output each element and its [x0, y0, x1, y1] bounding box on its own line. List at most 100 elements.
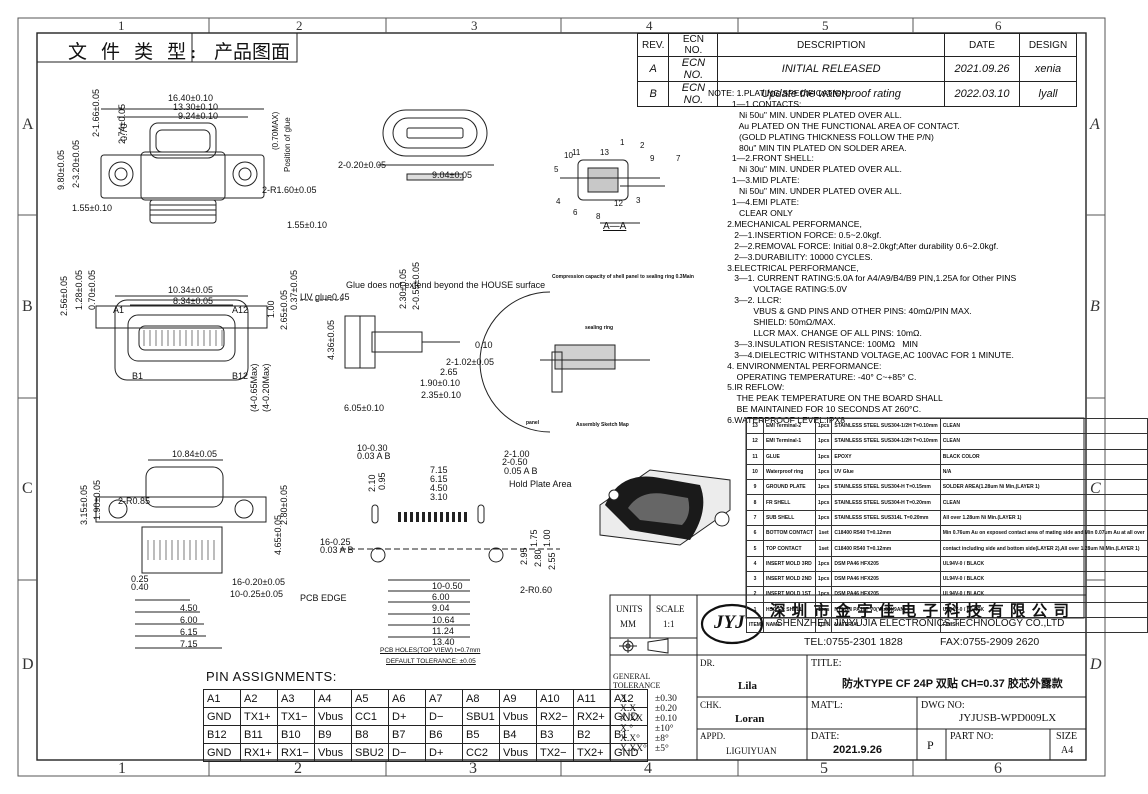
dimension-label: 4.50 [430, 483, 448, 493]
bom-cell: C18400 R540 T=0.12mm [831, 525, 941, 542]
dimension-label: 2.10 [367, 474, 377, 492]
pin-cell: Vbus [499, 743, 537, 762]
pin-cell: GND [610, 743, 648, 762]
note-line: (GOLD PLATING THICKNESS FOLLOW THE P/N) [708, 131, 934, 142]
pin-cell: B10 [277, 725, 315, 744]
note-line: 1—3.MID PLATE: [708, 175, 800, 186]
bom-cell: GROUND PLATE [762, 479, 816, 496]
bom-cell: 10 [746, 463, 764, 481]
dimension-label: 2-1.00 [504, 449, 530, 459]
pin-cell: A1 [203, 689, 241, 708]
pin-cell: A9 [499, 689, 537, 708]
bom-cell: 1set [814, 540, 833, 557]
dimension-label: 10 [564, 151, 573, 160]
note-line: 3—4.DIELECTRIC WITHSTAND VOLTAGE,AC 100V… [708, 349, 1014, 360]
note-line: NOTE: 1.PLATING SPECIFICATION: [708, 88, 850, 98]
bom-cell: 8 [746, 494, 764, 511]
dimension-label: 2.56±0.05 [59, 276, 69, 316]
bom-cell: contact including side and bottom side(L… [939, 540, 1148, 557]
pin-cell: Vbus [499, 707, 537, 726]
pin-cell: A4 [314, 689, 352, 708]
zone-bottom-2: 2 [294, 760, 302, 777]
bom-cell: 1pcs [814, 448, 833, 465]
bom-cell: DSM PA46 HFX205 [831, 570, 941, 588]
zone-left-c: C [22, 480, 33, 497]
description-header: DESCRIPTION [717, 33, 945, 57]
tolerance-value: ±0.10 [655, 714, 677, 724]
design-cell: xenia [1019, 56, 1077, 82]
dimension-label: 1.55±0.10 [72, 203, 112, 213]
bom-cell: 1pcs [814, 479, 833, 496]
dimension-label: 16-0.25 [320, 537, 351, 547]
pin-cell: TX2+ [573, 743, 611, 762]
pin-cell: B7 [388, 725, 426, 744]
dimension-label: 1.00 [266, 300, 276, 318]
zone-bottom-6: 6 [994, 760, 1002, 777]
date-header: DATE [944, 33, 1020, 57]
dimension-label: 0.03 A B [320, 545, 354, 555]
dimension-label: 0.37±0.05 [289, 270, 299, 310]
tolerance-key: X.X [620, 704, 637, 714]
dimension-label: 10-0.25±0.05 [230, 589, 283, 599]
sealing-ring-label: sealing ring [585, 325, 614, 331]
dimension-label: Position of glue [283, 117, 292, 172]
design-cell: lyall [1019, 81, 1077, 107]
dimension-label: 16.40±0.10 [168, 93, 213, 103]
dimension-label: 4.65±0.05 [273, 515, 283, 555]
section-label: A—A [603, 221, 627, 232]
note-line: 2.MECHANICAL PERFORMANCE, [708, 218, 862, 229]
bom-cell: 1pcs [814, 417, 833, 435]
bom-cell: BLACK COLOR [939, 448, 1148, 465]
pin-cell: GND [203, 707, 241, 726]
note-line: 1—1.CONTACTS: [708, 98, 802, 109]
bom-cell: CLEAN [939, 494, 1148, 511]
dimension-label: 1.28±0.05 [74, 270, 84, 310]
approved-name: LIGUIYUAN [726, 746, 777, 756]
dwg-value: JYJUSB-WPD009LX [959, 712, 1057, 724]
bom-cell: INSERT MOLD 3RD [762, 555, 816, 572]
dimension-label: 1.55±0.10 [287, 220, 327, 230]
dimension-label: 10.84±0.05 [172, 449, 217, 459]
revision-row: B ECN NO. Update the waterproof rating 2… [636, 81, 1077, 107]
zone-top-3: 3 [471, 18, 478, 33]
revision-row: A ECN NO. INITIAL RELEASED 2021.09.26 xe… [636, 56, 1077, 82]
dimension-label: 2.95 [519, 547, 529, 565]
doc-type-value: 产品图面 [214, 41, 291, 63]
checked-name: Loran [735, 713, 765, 725]
pin-cell: RX1− [277, 743, 315, 762]
zone-right-b: B [1090, 298, 1100, 315]
dimension-label: 2-R1.60±0.05 [262, 185, 317, 195]
bom-cell: QTY [814, 616, 833, 634]
bom-cell: N/A [939, 463, 1148, 481]
title-label: TITLE: [811, 658, 842, 669]
logo-text: JYJ [714, 612, 745, 633]
bom-cell: TOP CONTACT [762, 540, 816, 557]
design-header: DESIGN [1019, 33, 1077, 57]
dimension-label: 2.65 [440, 367, 458, 377]
bom-cell: All over 1.28um Ni Min.(LAYER 1) [939, 509, 1148, 527]
dimension-label: 1.00 [542, 529, 552, 547]
pin-cell: RX1+ [240, 743, 278, 762]
bom-cell: DSM PA46 HFX205 [831, 555, 941, 572]
note-line: 2—3.DURABILITY: 10000 CYCLES. [708, 251, 873, 262]
dimension-label: Glue does not extend beyond the HOUSE su… [346, 280, 546, 290]
company-fax: FAX:0755-2909 2620 [940, 636, 1040, 648]
pin-cell: TX1− [277, 707, 315, 726]
date-label: DATE: [811, 731, 840, 742]
dimension-label: 6.00 [180, 615, 198, 625]
dimension-label: 9.24±0.10 [178, 111, 218, 121]
dimension-label: 6.15 [430, 474, 448, 484]
dimension-label: 13.30±0.10 [173, 102, 218, 112]
bom-cell: 3 [746, 570, 764, 588]
dimension-label: 2-0.50 [502, 457, 528, 467]
dimension-label: 13 [600, 148, 609, 157]
dimension-label: 10-0.50 [432, 581, 463, 591]
dimension-label: 0.03 A B [357, 451, 391, 461]
note-line: 2—1.INSERTION FORCE: 0.5~2.0kgf. [708, 229, 882, 240]
dimension-label: 2-R0.60 [520, 585, 553, 595]
